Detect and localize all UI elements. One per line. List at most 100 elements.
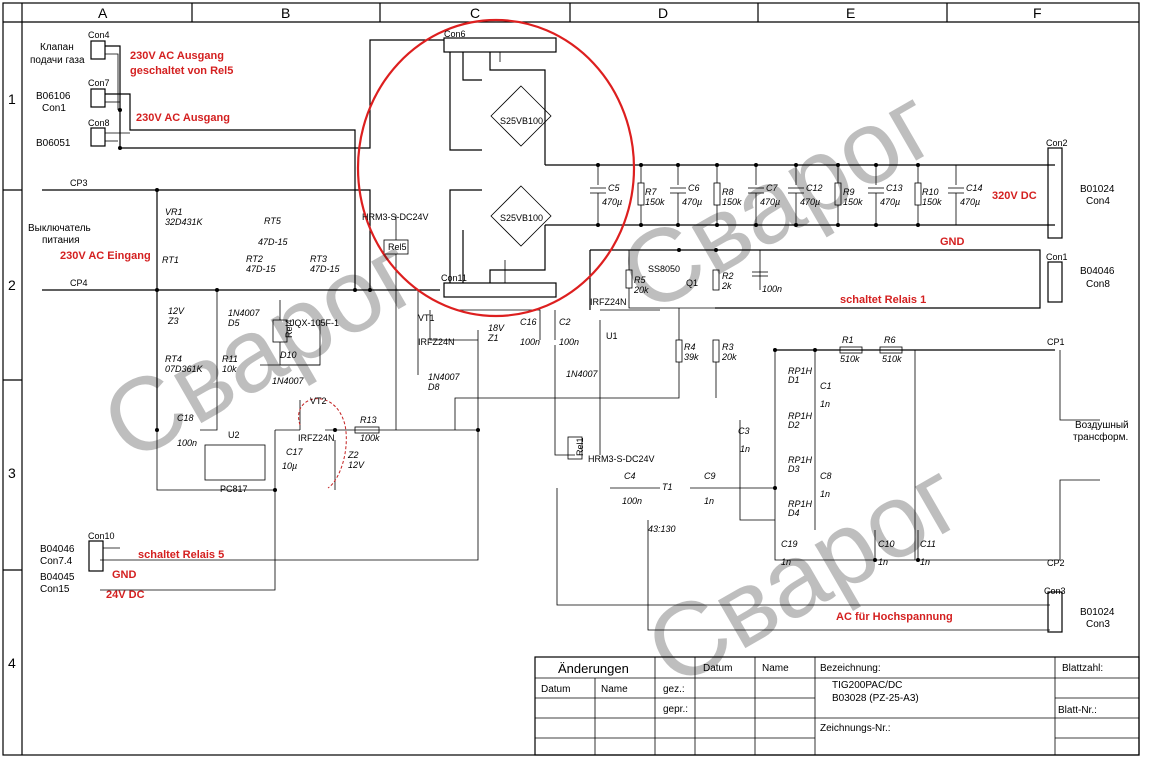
label-c17: C17 (286, 447, 304, 457)
label-cp4: CP4 (70, 278, 88, 288)
col-label-d: D (658, 5, 668, 21)
right-labels: B01024 Con4 B04046 Con8 Воздушный трансф… (1073, 184, 1129, 630)
label-c7-value: 470µ (760, 197, 780, 207)
label-d8: D8 (428, 382, 440, 392)
label-z2-value: 12V (348, 460, 365, 470)
label-c2: C2 (559, 317, 571, 327)
label-z2: Z2 (347, 450, 359, 460)
label-c18-value: 100n (177, 438, 197, 448)
label-r9-value: 150k (843, 197, 863, 207)
label-d8-value: 1N4007 (428, 372, 461, 382)
highlight-circle (356, 18, 636, 318)
annot-ac-out-switched-1: 230V AC Ausgang (130, 50, 224, 62)
label-c12: C12 (806, 183, 823, 193)
label-pc817: PC817 (220, 484, 248, 494)
tb-datum-top: Datum (703, 663, 732, 674)
row-label-4: 4 (8, 655, 16, 671)
label-con7: Con7 (88, 78, 110, 88)
label-r10: R10 (922, 187, 939, 197)
highlight-sketch (298, 398, 347, 489)
label-con3: Con3 (1044, 586, 1066, 596)
wiring (42, 37, 1100, 633)
label-r3-value: 20k (721, 352, 737, 362)
label-r1: R1 (842, 335, 854, 345)
label-b01024-a: B01024 (1080, 184, 1115, 195)
tb-title-1: TIG200PAC/DC (832, 680, 902, 691)
label-rt2-value: 47D-15 (246, 264, 277, 274)
label-switch-2: питания (42, 235, 80, 246)
label-rt5: RT5 (264, 216, 282, 226)
label-vt1: VT1 (418, 313, 435, 323)
tb-name: Name (601, 684, 628, 695)
label-d3: D3 (788, 464, 800, 474)
label-vr1: VR1 (165, 207, 183, 217)
label-c6: C6 (688, 183, 700, 193)
annot-gnd-bottom: GND (112, 569, 137, 581)
label-z3: Z3 (167, 316, 179, 326)
label-con15: Con15 (40, 584, 70, 595)
label-rel4: Rel4 (284, 319, 294, 338)
label-con10: Con10 (88, 531, 115, 541)
label-c1: C1 (820, 381, 832, 391)
label-z3-value: 12V (168, 306, 185, 316)
tb-zeichnungs-nr: Zeichnungs-Nr.: (820, 723, 891, 734)
tb-bezeichnung: Bezeichnung: (820, 663, 881, 674)
label-d4: D4 (788, 508, 800, 518)
label-rt5-value: 47D-15 (258, 237, 289, 247)
label-b04045: B04045 (40, 572, 75, 583)
label-q1: Q1 (686, 278, 698, 288)
label-vr1-value: 32D431K (165, 217, 204, 227)
label-jqx: JQX-105F-1 (290, 318, 339, 328)
label-r1-value: 510k (840, 354, 860, 364)
label-c2-value: 100n (559, 337, 579, 347)
label-c5-value: 470µ (602, 197, 622, 207)
label-gas-valve-1: Клапан (40, 42, 74, 53)
junction-dots (118, 108, 920, 562)
label-air-2: трансформ. (1073, 431, 1128, 443)
label-c8-value: 1n (820, 489, 830, 499)
label-vt2: VT2 (310, 396, 327, 406)
label-c11-value: 1n (920, 557, 930, 567)
label-b01024-b: B01024 (1080, 607, 1115, 618)
label-r11: R11 (222, 354, 238, 364)
label-air-1: Воздушный (1075, 420, 1129, 431)
label-c10-value: 1n (878, 557, 888, 567)
annot-hv-ac: AC für Hochspannung (836, 611, 953, 623)
tb-datum: Datum (541, 684, 570, 695)
label-c16-value: 100n (520, 337, 540, 347)
label-c9: C9 (704, 471, 716, 481)
label-d-1n4007: 1N4007 (566, 369, 599, 379)
label-c8: C8 (820, 471, 832, 481)
title-block: Änderungen Datum Name Datum Name gez.: g… (534, 656, 1140, 756)
label-rt2: RT2 (246, 254, 263, 264)
label-b06051: B06051 (36, 138, 71, 149)
label-c4: C4 (624, 471, 636, 481)
col-label-c: C (470, 5, 480, 21)
label-right-con8: Con8 (1086, 279, 1110, 290)
label-d3-value: RP1H (788, 455, 813, 465)
label-c1-value: 1n (820, 399, 830, 409)
label-r7-value: 150k (645, 197, 665, 207)
tb-changes: Änderungen (558, 661, 629, 676)
label-con6: Con6 (444, 29, 466, 39)
label-d1: D1 (788, 375, 800, 385)
label-r7: R7 (645, 187, 657, 197)
row-label-1: 1 (8, 91, 16, 107)
label-t1: T1 (662, 482, 673, 492)
label-c19-value: 1n (781, 557, 791, 567)
tb-gepr: gepr.: (663, 704, 688, 715)
label-c19: C19 (781, 539, 798, 549)
label-c13-value: 470µ (880, 197, 900, 207)
label-c7: C7 (766, 183, 778, 193)
label-rel1: Rel1 (575, 437, 585, 456)
label-c14-value: 470µ (960, 197, 980, 207)
tb-blattzahl: Blattzahl: (1062, 663, 1103, 674)
label-d5: D5 (228, 318, 240, 328)
label-b06106: B06106 (36, 91, 71, 102)
label-c11: C11 (920, 539, 936, 549)
tb-blatt-nr: Blatt-Nr.: (1058, 705, 1097, 716)
label-con8: Con8 (88, 118, 110, 128)
label-hrm-a: HRM3-S-DC24V (362, 212, 429, 222)
label-right-con4: Con4 (1086, 196, 1110, 207)
